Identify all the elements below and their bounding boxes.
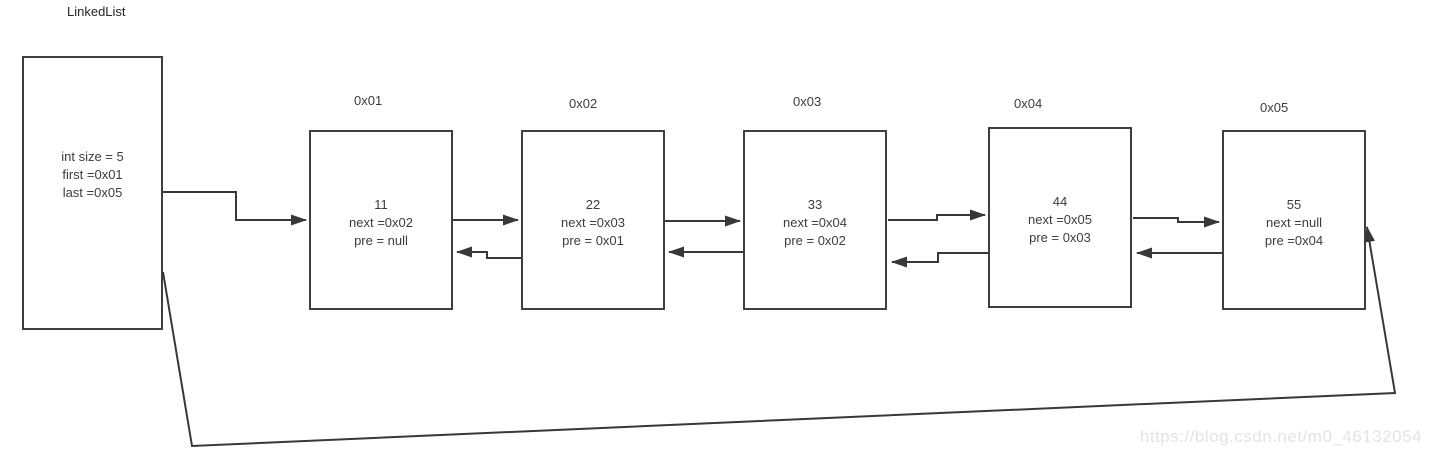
node-value: 11 bbox=[374, 197, 388, 212]
node-address-label-0x01: 0x01 bbox=[354, 93, 383, 108]
node-value: 44 bbox=[1052, 194, 1068, 209]
node-address-label-0x02: 0x02 bbox=[569, 96, 598, 111]
node-box-0x04: 44 next =0x05 pre = 0x03 bbox=[988, 127, 1132, 308]
node-pre-field: pre = null bbox=[354, 233, 408, 248]
arrow-next-0x04-0x05 bbox=[1133, 216, 1220, 228]
arrow-first-pointer bbox=[163, 191, 307, 226]
arrow-pre-0x04-0x03 bbox=[891, 252, 988, 268]
node-pre-field: pre = 0x02 bbox=[784, 233, 846, 248]
arrow-pre-0x02-0x01 bbox=[456, 246, 521, 259]
node-next-field: next =0x02 bbox=[349, 215, 413, 230]
linkedlist-object-box: int size = 5 first =0x01 last =0x05 bbox=[22, 56, 163, 330]
node-next-field: next =0x03 bbox=[561, 215, 625, 230]
node-value: 33 bbox=[807, 197, 823, 212]
node-pre-field: pre =0x04 bbox=[1264, 233, 1324, 248]
watermark-text: https://blog.csdn.net/m0_46132054 bbox=[1139, 427, 1422, 446]
diagram-title: LinkedList bbox=[67, 4, 126, 19]
node-box-0x02: 22 next =0x03 pre = 0x01 bbox=[521, 130, 665, 310]
list-last-field: last =0x05 bbox=[62, 185, 123, 200]
node-value: 22 bbox=[585, 197, 601, 212]
list-first-field: first =0x01 bbox=[62, 167, 123, 182]
node-pre-field: pre = 0x03 bbox=[1029, 230, 1091, 245]
node-address-label-0x05: 0x05 bbox=[1260, 100, 1289, 115]
node-address-label-0x04: 0x04 bbox=[1014, 96, 1043, 111]
node-value: 55 bbox=[1286, 197, 1302, 212]
node-box-0x01: 11 next =0x02 pre = null bbox=[309, 130, 453, 310]
node-box-0x05: 55 next =null pre =0x04 bbox=[1222, 130, 1366, 310]
node-next-field: next =null bbox=[1265, 215, 1322, 230]
node-pre-field: pre = 0x01 bbox=[562, 233, 624, 248]
node-box-0x03: 33 next =0x04 pre = 0x02 bbox=[743, 130, 887, 310]
node-next-field: next =0x04 bbox=[783, 215, 847, 230]
arrow-next-0x03-0x04 bbox=[888, 209, 986, 221]
node-address-label-0x03: 0x03 bbox=[793, 94, 822, 109]
node-next-field: next =0x05 bbox=[1028, 212, 1092, 227]
list-size-field: int size = 5 bbox=[61, 149, 124, 164]
